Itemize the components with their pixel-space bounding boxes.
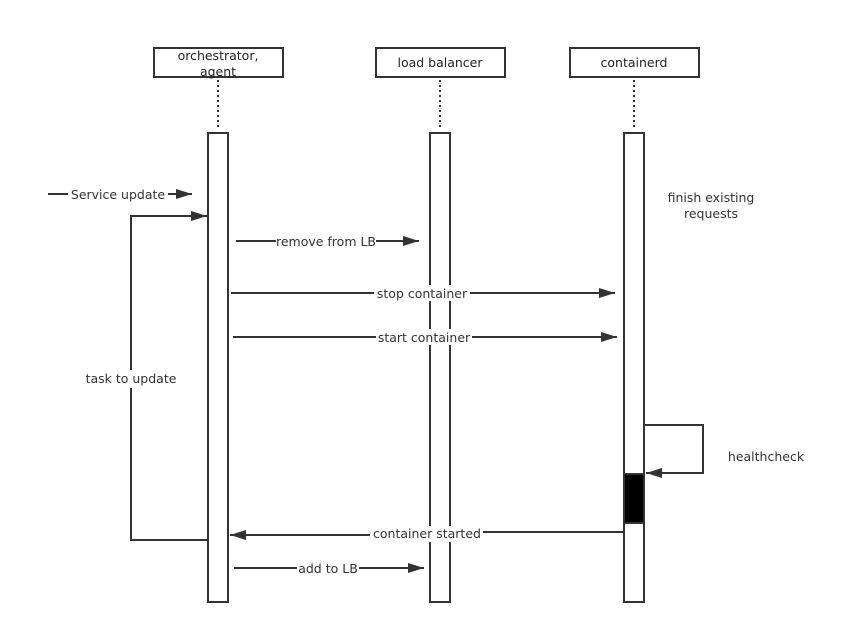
- message-container-started-label: container started: [373, 526, 481, 541]
- message-add-to-lb-label: add to LB: [298, 561, 358, 576]
- message-task-to-update[interactable]: task to update: [84, 211, 208, 541]
- activation-healthcheck-block: [623, 473, 645, 524]
- message-healthcheck[interactable]: healthcheck: [644, 424, 805, 478]
- message-healthcheck-label: healthcheck: [728, 449, 805, 464]
- participant-orchestrator-label-2: agent: [200, 64, 236, 79]
- participant-containerd[interactable]: containerd: [569, 47, 700, 78]
- participant-lb-label: load balancer: [397, 55, 483, 70]
- message-start-container-label: start container: [378, 330, 471, 345]
- note-line-2: requests: [684, 206, 738, 221]
- note-finish-existing-requests: finish existing requests: [668, 190, 755, 221]
- message-remove-from-lb[interactable]: remove from LB: [236, 234, 419, 249]
- activation-orchestrator[interactable]: [207, 132, 229, 603]
- message-stop-container-label: stop container: [377, 286, 468, 301]
- participant-containerd-label: containerd: [601, 55, 668, 70]
- message-remove-from-lb-label: remove from LB: [276, 234, 376, 249]
- activation-containerd[interactable]: [623, 132, 645, 603]
- message-service-update[interactable]: Service update: [48, 187, 192, 202]
- message-service-update-label: Service update: [71, 187, 166, 202]
- participant-orchestrator-label-1: orchestrator,: [178, 48, 259, 63]
- message-container-started[interactable]: container started: [230, 526, 624, 542]
- message-start-container[interactable]: start container: [233, 329, 617, 345]
- message-stop-container[interactable]: stop container: [231, 285, 615, 301]
- message-task-to-update-label: task to update: [86, 371, 177, 386]
- participant-load-balancer[interactable]: load balancer: [375, 47, 506, 78]
- note-line-1: finish existing: [668, 190, 755, 205]
- participant-orchestrator[interactable]: orchestrator, agent: [153, 47, 284, 79]
- message-add-to-lb[interactable]: add to LB: [234, 561, 424, 576]
- activation-lb[interactable]: [429, 132, 451, 603]
